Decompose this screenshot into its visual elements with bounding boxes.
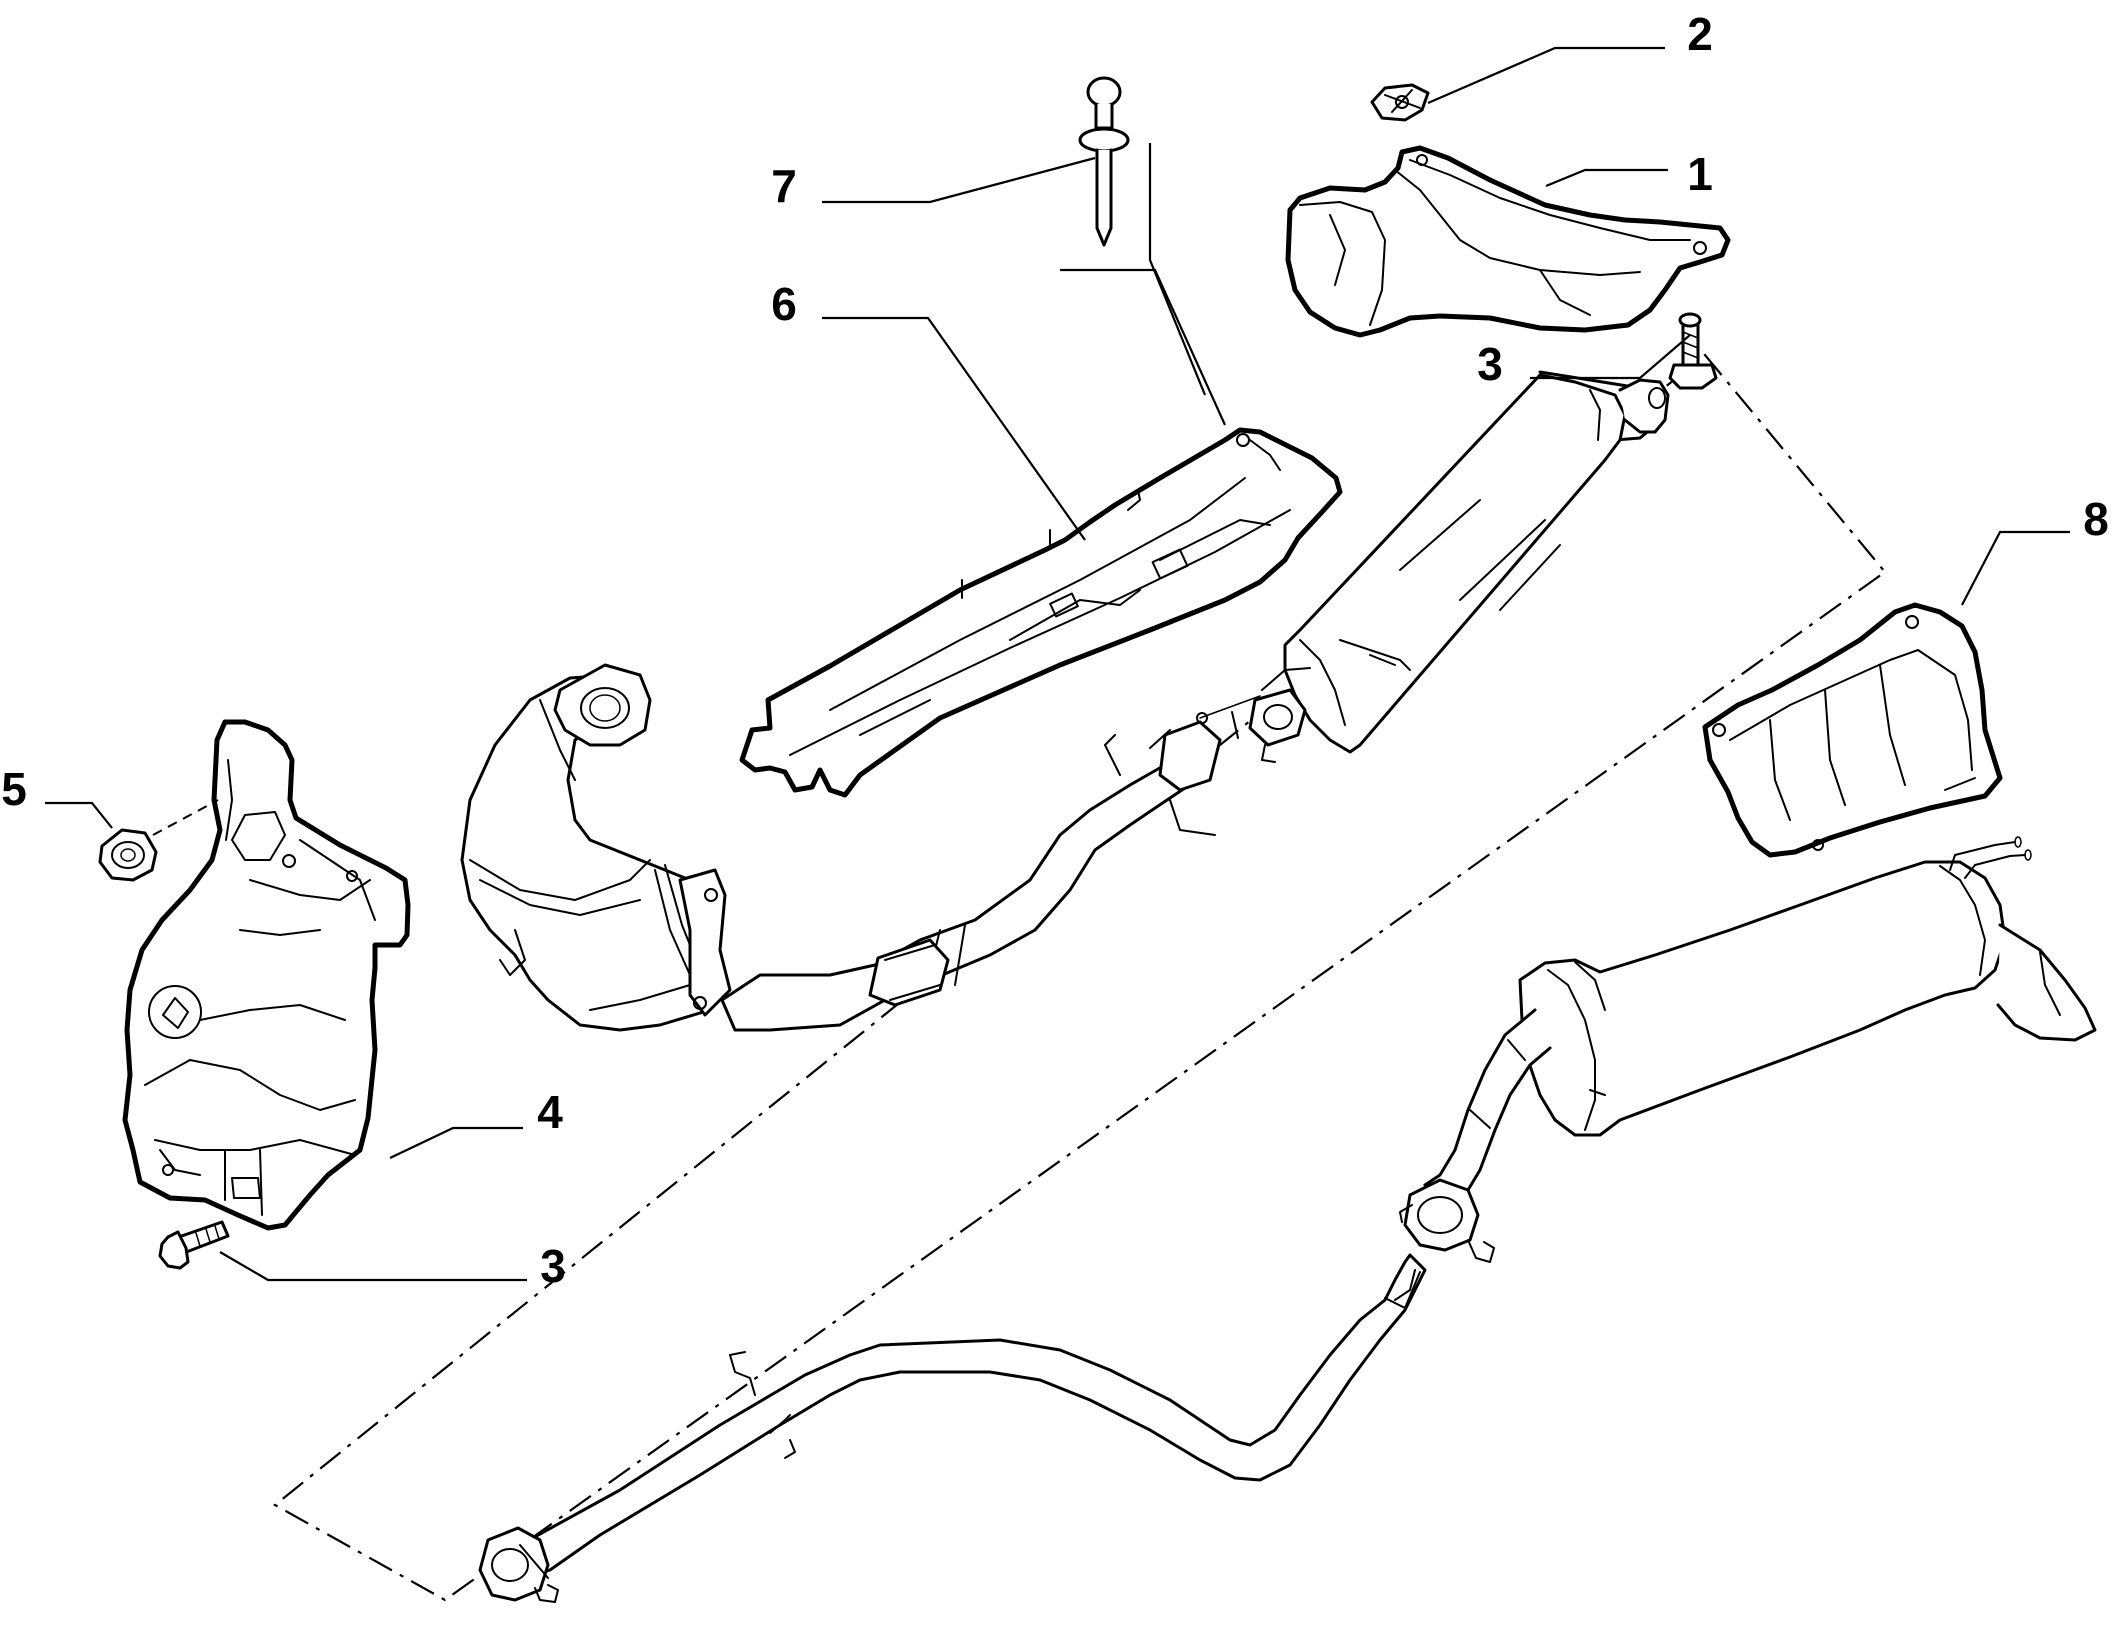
part-7-alignment-line: [1060, 268, 1227, 426]
rear-silencer: [1399, 836, 2097, 1263]
part-7-rivet: [1078, 76, 1130, 247]
leader-5: [45, 801, 113, 829]
intermediate-pipe: [478, 1253, 1427, 1603]
callout-8: 8: [2083, 493, 2109, 545]
leader-6: [822, 316, 1086, 541]
part-2-clip: [1370, 83, 1430, 122]
part-5-nut: [98, 828, 158, 882]
part-3-bolt-bottom: [158, 1220, 230, 1270]
part-3-bolt-top: [1668, 312, 1718, 390]
leader-8: [1961, 530, 2070, 606]
callout-1: 1: [1687, 148, 1713, 200]
callout-6: 6: [771, 278, 797, 330]
leader-2: [1427, 46, 1665, 105]
part-7-alignment-line-2: [1148, 143, 1207, 396]
part-6-tunnel-heat-shield: [739, 427, 1343, 798]
part-4-manifold-heat-shield: [122, 719, 411, 1231]
leader-3-top: [1530, 334, 1691, 380]
catalytic-converter-front-pipe: [460, 663, 1222, 1032]
part-5-alignment-line: [152, 799, 219, 836]
callout-7: 7: [771, 160, 797, 212]
part-1-upper-heat-shield: [1285, 145, 1731, 338]
part-8-rear-heat-shield: [1702, 602, 2003, 858]
leader-7: [822, 156, 1096, 204]
callout-5: 5: [1, 763, 27, 815]
callout-4: 4: [537, 1086, 563, 1138]
leader-4: [389, 1126, 523, 1159]
assembly-group-outline: [273, 353, 1887, 1602]
leader-3-bottom: [219, 1251, 527, 1282]
callout-3-bottom: 3: [540, 1240, 566, 1292]
callout-2: 2: [1687, 8, 1713, 60]
central-silencer: [1196, 370, 1670, 763]
callout-3-top: 3: [1477, 338, 1503, 390]
leader-1: [1545, 168, 1668, 188]
